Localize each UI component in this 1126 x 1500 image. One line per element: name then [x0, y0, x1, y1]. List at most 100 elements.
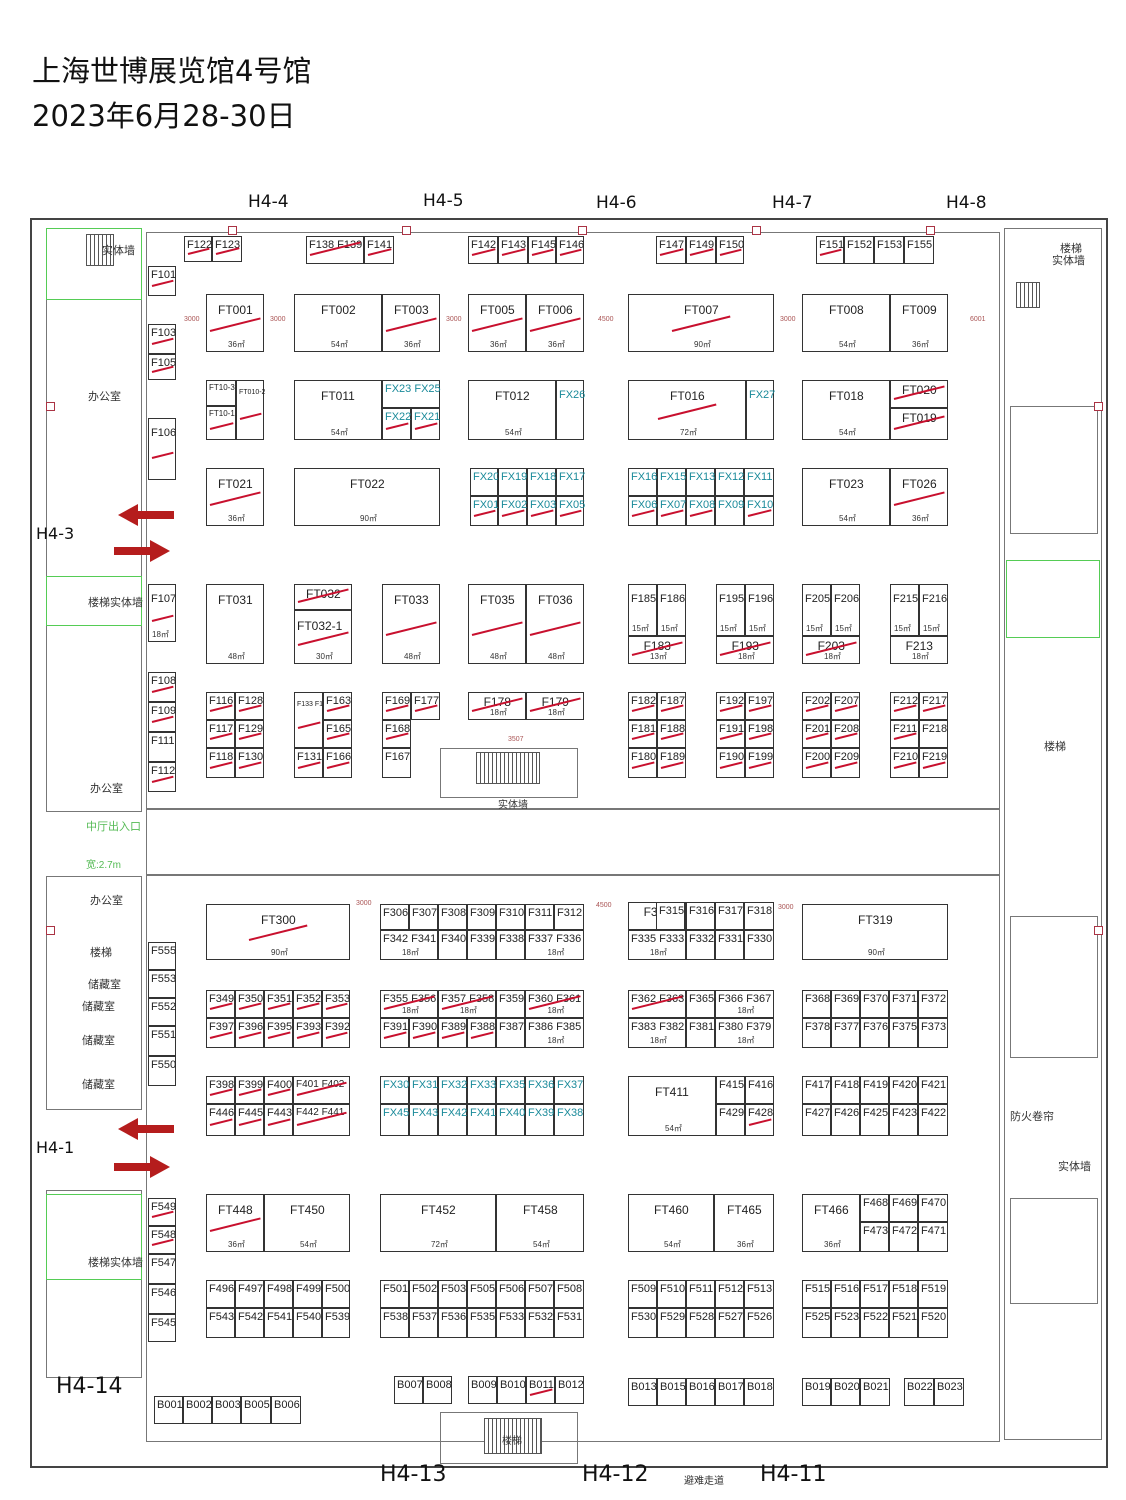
booth-f398[interactable]: F398 — [206, 1076, 235, 1104]
booth-f510[interactable]: F510 — [657, 1280, 686, 1308]
booth-fx10[interactable]: FX10 — [744, 496, 774, 526]
booth-f108[interactable]: F108 — [148, 672, 176, 702]
booth-f538[interactable]: F538 — [380, 1308, 409, 1338]
booth-fx11[interactable]: FX11 — [744, 468, 774, 496]
booth-f473[interactable]: F473 — [860, 1222, 889, 1252]
booth-f118[interactable]: F118 — [206, 748, 235, 778]
booth-f201[interactable]: F201 — [802, 720, 831, 748]
booth-ft019[interactable]: FT019 — [890, 408, 948, 440]
booth-f520[interactable]: F520 — [918, 1308, 948, 1338]
booth-f472[interactable]: F472 — [889, 1222, 918, 1252]
booth-b003[interactable]: B003 — [212, 1396, 241, 1424]
booth-f123[interactable]: F123 — [212, 236, 242, 262]
booth-f143[interactable]: F143 — [498, 236, 528, 264]
booth-f106[interactable]: F106 — [148, 418, 176, 480]
booth-f211[interactable]: F211 — [890, 720, 919, 748]
booth-b021[interactable]: B021 — [860, 1378, 890, 1406]
booth-fx36[interactable]: FX36 — [525, 1076, 554, 1104]
booth-f310[interactable]: F310 — [496, 904, 525, 930]
booth-f307[interactable]: F307 — [409, 904, 438, 930]
booth-fx39[interactable]: FX39 — [525, 1104, 554, 1136]
booth-fx33[interactable]: FX33 — [467, 1076, 496, 1104]
booth-f362-f363[interactable]: F362 F363 — [628, 990, 686, 1018]
booth-f155[interactable]: F155 — [904, 236, 934, 264]
booth-fx19[interactable]: FX19 — [498, 468, 527, 496]
booth-f209[interactable]: F209 — [831, 748, 860, 778]
booth-f200[interactable]: F200 — [802, 748, 831, 778]
booth-f377[interactable]: F377 — [831, 1018, 860, 1048]
booth-fx43[interactable]: FX43 — [409, 1104, 438, 1136]
booth-f426[interactable]: F426 — [831, 1104, 860, 1136]
booth-fx03[interactable]: FX03 — [527, 496, 556, 526]
booth-f109[interactable]: F109 — [148, 702, 176, 732]
booth-fx13[interactable]: FX13 — [686, 468, 715, 496]
booth-f497[interactable]: F497 — [235, 1280, 264, 1308]
booth-fx27[interactable]: FX27 — [746, 380, 775, 440]
booth-f545[interactable]: F545 — [148, 1314, 176, 1342]
booth-b001[interactable]: B001 — [154, 1396, 183, 1424]
booth-f419[interactable]: F419 — [860, 1076, 889, 1104]
booth-f552[interactable]: F552 — [148, 998, 176, 1026]
booth-fx08[interactable]: FX08 — [686, 496, 715, 526]
booth-f340[interactable]: F340 — [438, 930, 467, 960]
booth-f210[interactable]: F210 — [890, 748, 919, 778]
booth-f509[interactable]: F509 — [628, 1280, 657, 1308]
booth-f548[interactable]: F548 — [148, 1226, 176, 1254]
booth-f188[interactable]: F188 — [657, 720, 686, 748]
booth-f425[interactable]: F425 — [860, 1104, 889, 1136]
booth-f516[interactable]: F516 — [831, 1280, 860, 1308]
booth-f339[interactable]: F339 — [467, 930, 496, 960]
booth-f190[interactable]: F190 — [716, 748, 745, 778]
booth-f418[interactable]: F418 — [831, 1076, 860, 1104]
booth-f470[interactable]: F470 — [918, 1194, 948, 1222]
booth-f420[interactable]: F420 — [889, 1076, 918, 1104]
booth-f187[interactable]: F187 — [657, 692, 686, 720]
booth-f371[interactable]: F371 — [889, 990, 918, 1018]
booth-f535[interactable]: F535 — [467, 1308, 496, 1338]
booth-f308[interactable]: F308 — [438, 904, 467, 930]
booth-f546[interactable]: F546 — [148, 1284, 176, 1314]
booth-f507[interactable]: F507 — [525, 1280, 554, 1308]
booth-fx42[interactable]: FX42 — [438, 1104, 467, 1136]
booth-f513[interactable]: F513 — [744, 1280, 774, 1308]
booth-f532[interactable]: F532 — [525, 1308, 554, 1338]
booth-f116[interactable]: F116 — [206, 692, 235, 720]
booth-f511[interactable]: F511 — [686, 1280, 715, 1308]
booth-f112[interactable]: F112 — [148, 762, 176, 792]
booth-b007[interactable]: B007 — [394, 1376, 423, 1404]
booth-f415[interactable]: F415 — [716, 1076, 745, 1104]
booth-fx06[interactable]: FX06 — [628, 496, 657, 526]
booth-f508[interactable]: F508 — [554, 1280, 584, 1308]
booth-f471[interactable]: F471 — [918, 1222, 948, 1252]
booth-f389[interactable]: F389 — [438, 1018, 467, 1048]
booth-f312[interactable]: F312 — [554, 904, 584, 930]
booth-f142[interactable]: F142 — [468, 236, 498, 264]
gate-h4-8[interactable]: H4-8 — [946, 193, 987, 213]
booth-f401-f402[interactable]: F401 F402 — [293, 1076, 350, 1104]
booth-f421[interactable]: F421 — [918, 1076, 948, 1104]
booth-fx45[interactable]: FX45 — [380, 1104, 409, 1136]
booth-f352[interactable]: F352 — [293, 990, 322, 1018]
booth-fx21[interactable]: FX21 — [411, 408, 440, 440]
booth-f332[interactable]: F332 — [686, 930, 715, 960]
booth-f152[interactable]: F152 — [844, 236, 874, 264]
gate-h4-6[interactable]: H4-6 — [596, 193, 637, 213]
booth-f351[interactable]: F351 — [264, 990, 293, 1018]
booth-f311[interactable]: F311 — [525, 904, 554, 930]
